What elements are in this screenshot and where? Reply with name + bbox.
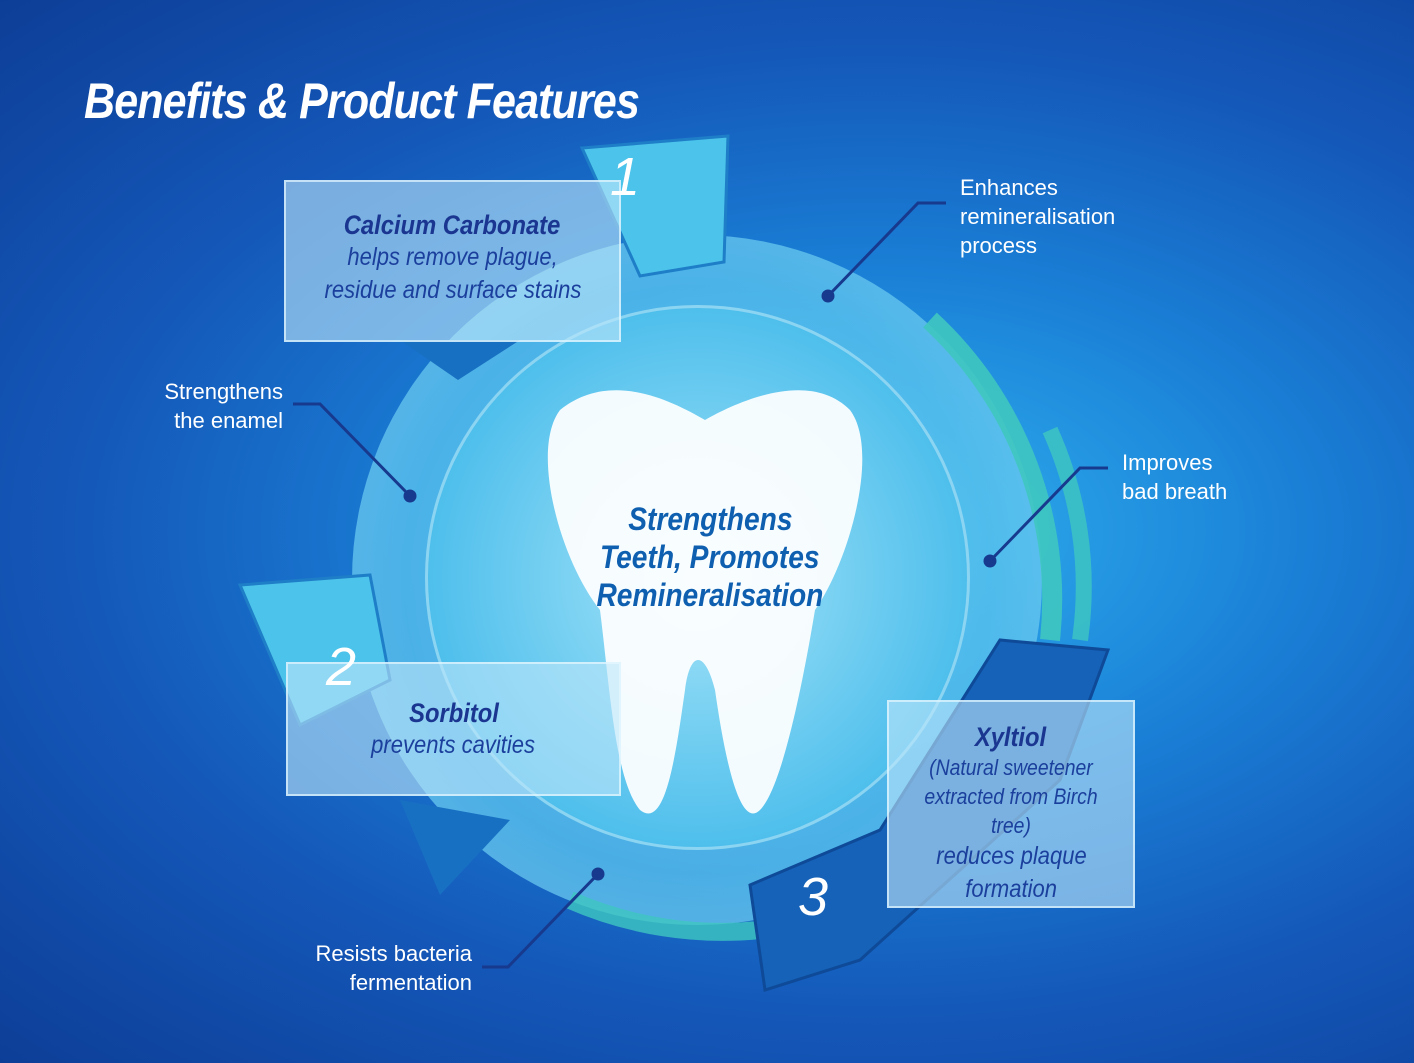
feature-text: formation [965, 875, 1057, 903]
leader-line [826, 201, 946, 298]
leader-line [482, 872, 600, 969]
feature-box-sorbitol: Sorbitol prevents cavities [286, 662, 621, 796]
center-line: Strengthens [627, 501, 793, 537]
benefit-bad-breath: Improves bad breath [1122, 448, 1227, 506]
tab-2-arrow [400, 800, 510, 895]
page-title: Benefits & Product Features [84, 73, 640, 129]
feature-text: helps remove plague, [347, 243, 558, 271]
center-message: Strengthens Teeth, Promotes Remineralisa… [560, 500, 860, 614]
teal-arc [923, 312, 1063, 642]
center-line: Remineralisation [596, 577, 824, 613]
feature-text: prevents cavities [371, 731, 536, 759]
feature-box-xyltiol: Xyltiol (Natural sweetener extracted fro… [887, 700, 1135, 908]
benefit-text: fermentation [349, 970, 472, 995]
benefit-enamel: Strengthens the enamel [133, 377, 283, 435]
leader-line [988, 466, 1108, 563]
feature-box-calcium-carbonate: Calcium Carbonate helps remove plague, r… [284, 180, 621, 342]
center-line: Teeth, Promotes [600, 539, 820, 575]
feature-text: reduces plaque [935, 842, 1087, 870]
benefit-text: the enamel [174, 408, 283, 433]
feature-text: extracted from Birch tree) [924, 784, 1098, 838]
benefit-text: Strengthens [164, 379, 283, 404]
teal-arc [566, 891, 761, 941]
feature-number-2: 2 [326, 637, 357, 697]
tab-1-arrow [400, 340, 520, 380]
benefit-text: remineralisation [960, 204, 1116, 229]
feature-name: Calcium Carbonate [344, 210, 561, 240]
benefit-bacteria: Resists bacteria fermentation [282, 939, 472, 997]
feature-name: Sorbitol [408, 698, 499, 728]
feature-text: (Natural sweetener [929, 755, 1093, 780]
feature-number-1: 1 [610, 147, 641, 207]
leader-line [293, 402, 412, 498]
tooth-image [547, 390, 863, 814]
benefit-remineralisation: Enhances remineralisation process [960, 173, 1115, 260]
benefit-text: Resists bacteria [315, 941, 472, 966]
benefit-text: Enhances [960, 175, 1058, 200]
feature-number-3: 3 [798, 867, 829, 927]
benefit-text: Improves [1122, 450, 1213, 475]
feature-text: residue and surface stains [324, 276, 581, 304]
benefit-text: bad breath [1122, 479, 1228, 504]
feature-name: Xyltiol [975, 722, 1047, 752]
benefit-text: process [960, 233, 1038, 258]
teal-arc [1042, 426, 1092, 642]
